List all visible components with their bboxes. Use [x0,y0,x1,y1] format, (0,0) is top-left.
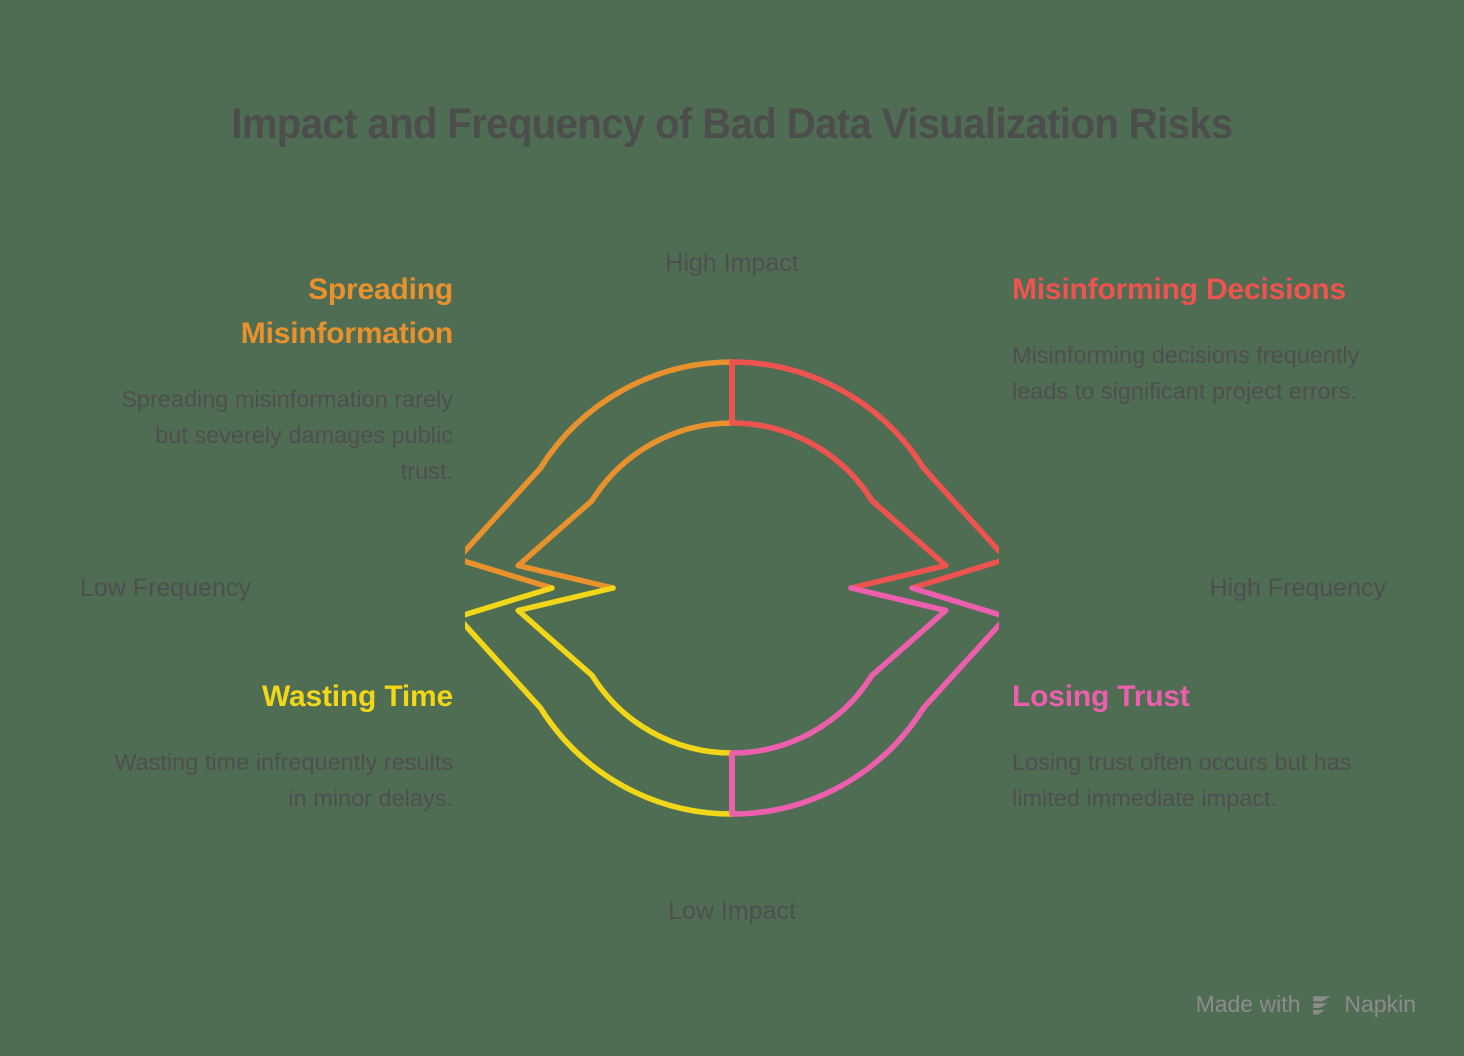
footer-brand-name: Napkin [1344,991,1416,1017]
quadrant-heading-misinforming-decisions: Misinforming Decisions [1012,273,1346,306]
quadrant-body-losing-trust: Losing trust often occurs but has limite… [1012,749,1352,811]
quadrant-block-top-right: Misinforming Decisions Misinforming deci… [1012,268,1362,410]
axis-label-high-impact: High Impact [665,249,799,277]
ring-segment-bottom-left[interactable] [465,585,735,817]
footer-made-with-label: Made with [1195,991,1301,1017]
page-title: Impact and Frequency of Bad Data Visuali… [231,100,1233,148]
quadrant-heading-losing-trust: Losing Trust [1012,680,1190,713]
ring-segment-top-right[interactable] [729,359,999,591]
axis-label-low-frequency: Low Frequency [80,574,251,602]
quadrant-ring-diagram [465,359,999,817]
ring-segment-top-left[interactable] [465,359,735,591]
quadrant-block-bottom-right: Losing Trust Losing trust often occurs b… [1012,675,1362,817]
axis-label-low-impact: Low Impact [668,897,796,925]
napkin-logo-icon [1309,993,1335,1019]
quadrant-body-spreading-misinformation: Spreading misinformation rarely but seve… [121,386,453,484]
ring-segment-bottom-right[interactable] [729,585,999,817]
footer-attribution: Made with Napkin [1196,991,1416,1018]
quadrant-body-wasting-time: Wasting time infrequently results in min… [114,749,453,811]
quadrant-heading-spreading-misinformation: Spreading Misinformation [240,273,453,351]
quadrant-block-bottom-left: Wasting Time Wasting time infrequently r… [103,675,453,817]
axis-label-high-frequency: High Frequency [1209,574,1386,602]
quadrant-block-top-left: Spreading Misinformation Spreading misin… [103,268,453,489]
quadrant-body-misinforming-decisions: Misinforming decisions frequently leads … [1012,342,1360,404]
quadrant-heading-wasting-time: Wasting Time [262,680,453,713]
